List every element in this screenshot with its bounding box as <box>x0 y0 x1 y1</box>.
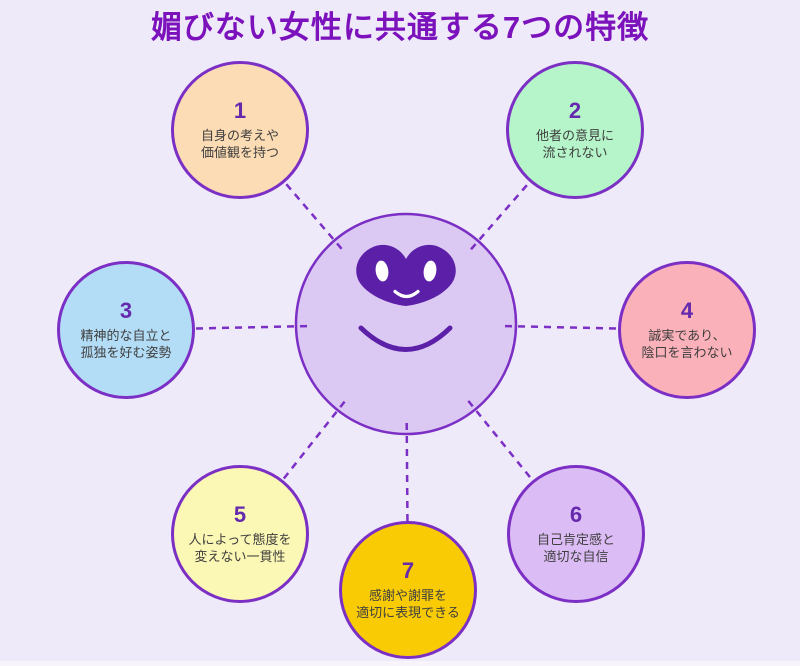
feature-label-line2: 孤独を好む姿勢 <box>80 345 172 360</box>
feature-label-line1: 精神的な自立と <box>80 328 172 344</box>
feature-number: 7 <box>401 558 415 584</box>
feature-number: 1 <box>233 98 247 124</box>
feature-label: 精神的な自立と 孤独を好む姿勢 <box>80 328 171 362</box>
feature-label-line2: 流されない <box>542 145 608 160</box>
feature-circle-7: 7 感謝や謝罪を 適切に表現できる <box>339 521 477 659</box>
feature-number: 4 <box>680 298 694 324</box>
feature-label-line1: 自己肯定感と <box>536 532 615 548</box>
big-smile-icon <box>358 325 453 352</box>
left-eye-icon <box>375 260 389 282</box>
feature-label-line2: 価値観を持つ <box>200 145 279 160</box>
feature-label-line1: 自身の考えや <box>200 128 279 144</box>
feature-circle-3: 3 精神的な自立と 孤独を好む姿勢 <box>57 261 195 399</box>
feature-circle-4: 4 誠実であり、 陰口を言わない <box>618 261 756 399</box>
feature-label-line1: 他者の意見に <box>535 128 614 144</box>
feature-circle-2: 2 他者の意見に 流されない <box>506 61 644 199</box>
small-smile-icon <box>393 289 420 299</box>
heart-shape <box>356 244 456 306</box>
feature-label-line2: 適切な自信 <box>543 549 609 564</box>
center-circle <box>294 212 518 436</box>
connector-line <box>239 400 346 535</box>
feature-label: 他者の意見に 流されない <box>536 128 614 162</box>
feature-number: 3 <box>119 298 133 324</box>
bottom-strip <box>0 661 800 666</box>
feature-label-line2: 変えない一貫性 <box>194 549 286 564</box>
feature-label: 自身の考えや 価値観を持つ <box>201 128 279 162</box>
page-title: 媚びない女性に共通する7つの特徴 <box>150 10 650 45</box>
connector-line <box>405 422 410 591</box>
feature-number: 6 <box>569 502 583 528</box>
connector-line <box>467 400 577 535</box>
feature-label-line1: 感謝や謝罪を <box>368 588 447 604</box>
feature-label: 感謝や謝罪を 適切に表現できる <box>356 588 460 622</box>
feature-label-line2: 陰口を言わない <box>641 345 733 360</box>
feature-label: 自己肯定感と 適切な自信 <box>537 532 615 566</box>
feature-number: 5 <box>233 502 247 528</box>
feature-circle-5: 5 人によって態度を 変えない一貫性 <box>171 465 309 603</box>
feature-number: 2 <box>568 98 582 124</box>
right-eye-icon <box>423 260 437 282</box>
connector-line <box>504 324 688 332</box>
feature-circle-6: 6 自己肯定感と 適切な自信 <box>507 465 645 603</box>
connector-line <box>125 324 308 332</box>
feature-label-line1: 誠実であり、 <box>648 328 726 344</box>
feature-circle-1: 1 自身の考えや 価値観を持つ <box>171 61 309 199</box>
heart-face-icon <box>356 244 456 306</box>
feature-label-line1: 人によって態度を <box>188 532 292 548</box>
feature-label-line2: 適切に表現できる <box>356 605 460 620</box>
feature-label: 人によって態度を 変えない一貫性 <box>189 532 292 566</box>
feature-label: 誠実であり、 陰口を言わない <box>641 328 732 362</box>
